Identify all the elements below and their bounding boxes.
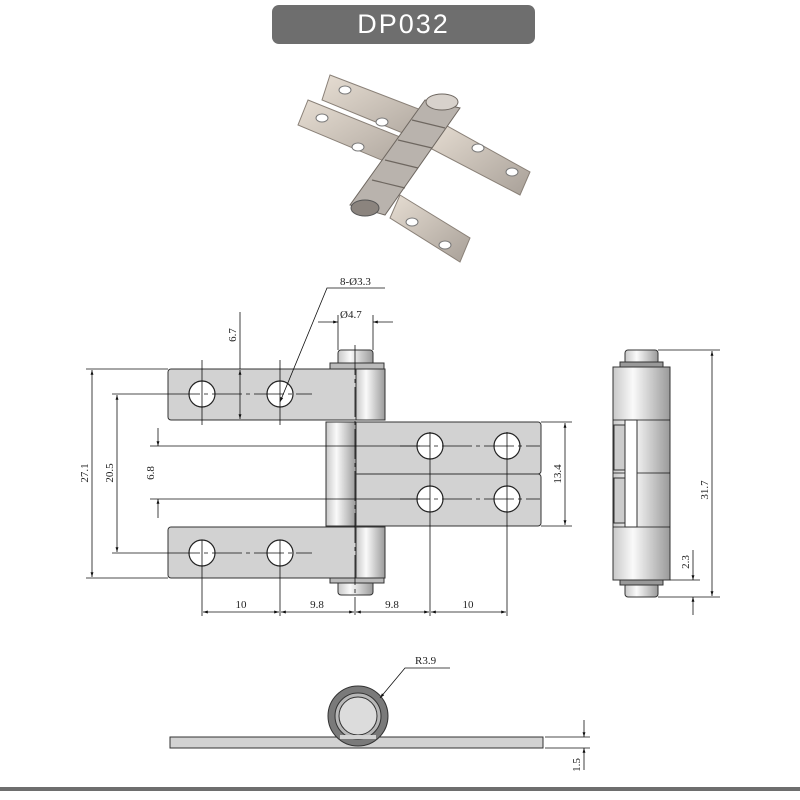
hinge-product-photo <box>297 74 531 263</box>
hole-callout: 8-Ø3.3 <box>340 276 371 288</box>
pin-diameter-label: Ø4.7 <box>340 309 362 321</box>
bottom-border <box>0 787 800 791</box>
leaf-width-label: 6.7 <box>227 328 239 342</box>
model-title: DP032 <box>272 5 535 44</box>
bottom-view: R3.9 1.5 <box>169 655 590 772</box>
side-view: 31.7 2.3 <box>612 349 720 615</box>
horizontal-dim-2: 9.8 <box>310 599 324 611</box>
inner-hole-pitch-label: 6.8 <box>145 466 157 480</box>
horizontal-dim-4: 10 <box>463 599 475 611</box>
horizontal-dim-1: 10 <box>236 599 248 611</box>
outer-hole-pitch-label: 20.5 <box>104 463 116 483</box>
inner-leaf-height-label: 13.4 <box>552 464 564 484</box>
horizontal-dim-3: 9.8 <box>385 599 399 611</box>
overall-length-label: 31.7 <box>699 480 711 500</box>
knuckle-radius-label: R3.9 <box>415 655 437 667</box>
front-view: 8-Ø3.3 Ø4.7 6.7 27.1 20.5 6.8 13.4 10 9.… <box>79 276 572 616</box>
overall-height-label: 27.1 <box>79 463 91 482</box>
thickness-label: 1.5 <box>571 758 583 772</box>
pin-protrusion-label: 2.3 <box>680 555 692 569</box>
